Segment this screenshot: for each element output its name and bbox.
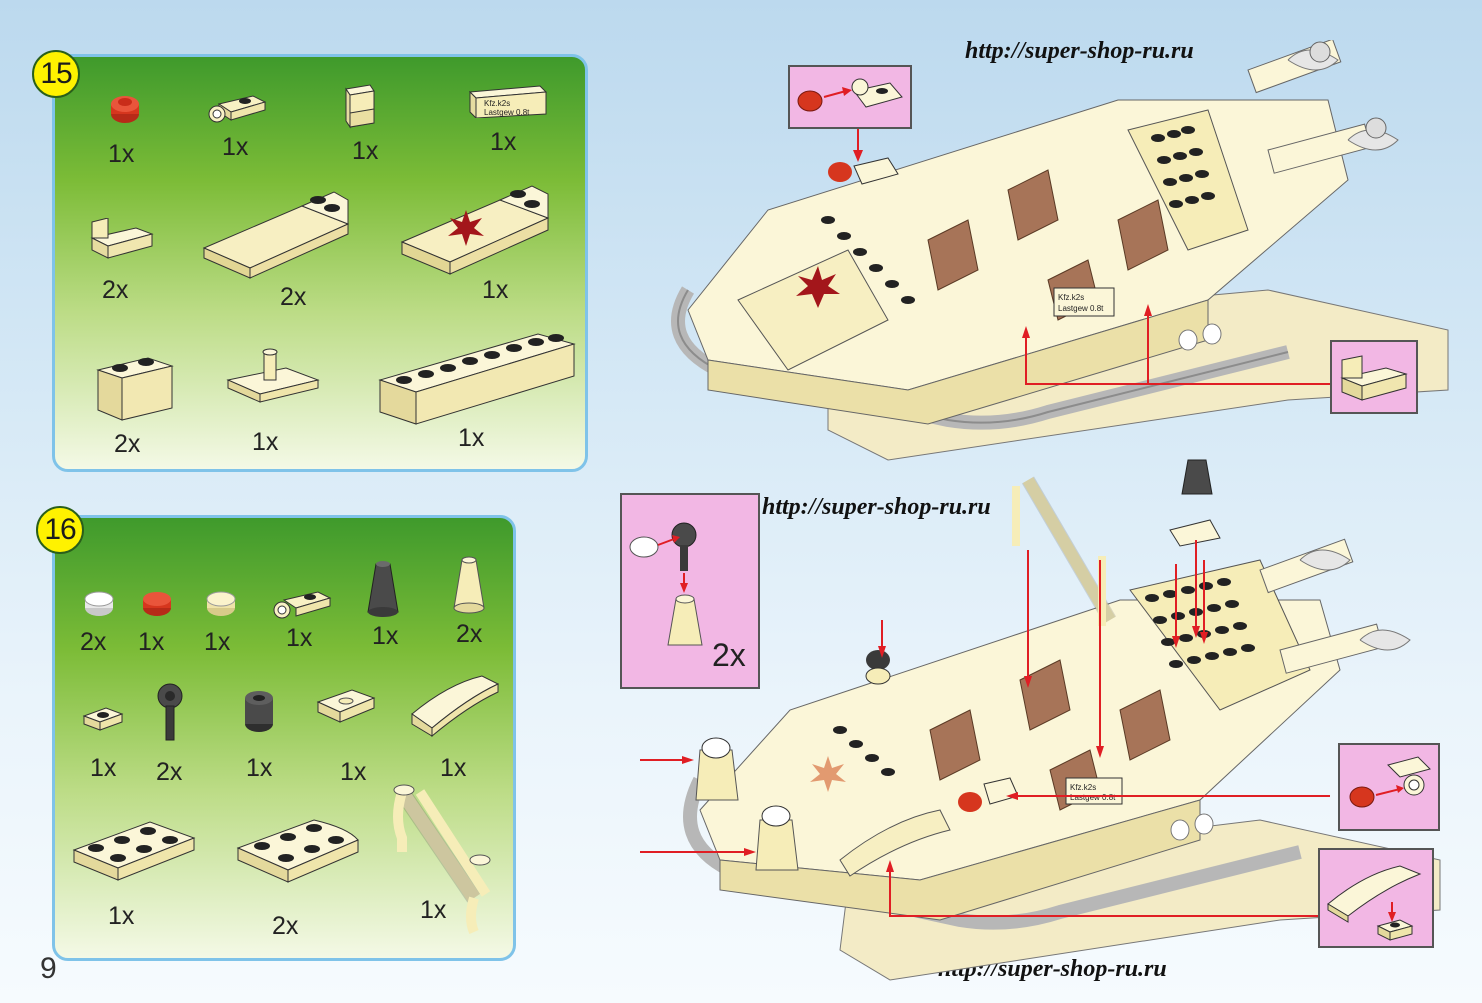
step-15-number-badge: 15 [32, 50, 80, 98]
railing-part [393, 784, 491, 934]
part-quantity: 2x [456, 620, 483, 648]
brick-1x2-part [96, 357, 174, 421]
watermark-url: http://super-shop-ru.ru [965, 38, 1194, 64]
watermark-url: http://super-shop-ru.ru [762, 494, 991, 520]
boat-sign-text: Kfz.k2s [1058, 293, 1084, 302]
clip-plate-part [273, 591, 332, 619]
dark-round-brick-part [245, 691, 273, 732]
wedge-plate-part [236, 819, 359, 883]
part-quantity: 2x [114, 430, 141, 458]
callout-multiplier: 2x [712, 637, 746, 673]
chair-part [345, 84, 375, 129]
dark-cone-part [367, 561, 399, 617]
part-quantity: 2x [280, 283, 307, 311]
sign-text: Kfz.k2s [484, 99, 510, 108]
step-16-number-badge: 16 [36, 506, 84, 554]
plate-2x3-part [72, 821, 196, 881]
white-round-plate-part [84, 591, 114, 616]
clip-plate-part [208, 95, 267, 123]
curved-slope-part [411, 675, 500, 738]
part-quantity: 1x [90, 754, 117, 782]
boat-assembly-step-15: Kfz.k2s Lastgew 0.8t [671, 40, 1449, 461]
part-quantity: 1x [222, 133, 249, 161]
part-quantity: 1x [108, 902, 135, 930]
boat-sign-text: Kfz.k2s [1070, 783, 1096, 792]
part-quantity: 2x [102, 276, 129, 304]
part-quantity: 1x [286, 624, 313, 652]
sign-tile-part: Kfz.k2s Lastgew 0.8t [468, 85, 548, 118]
part-quantity: 1x [440, 754, 467, 782]
part-quantity: 2x [272, 912, 299, 940]
tan-cone-part [453, 556, 485, 614]
plate-with-pin-part [226, 348, 320, 403]
part-quantity: 1x [458, 424, 485, 452]
tile-1x1-part [82, 707, 124, 731]
slope-brick-part [202, 191, 350, 279]
callout-red-plate-clip [788, 65, 912, 129]
part-quantity: 1x [490, 128, 517, 156]
part-quantity: 1x [246, 754, 273, 782]
callout-curved-slope [1318, 848, 1434, 948]
part-quantity: 1x [352, 137, 379, 165]
dark-lever-part [157, 683, 183, 741]
boat-assembly-step-16: Kfz.k2s Lastgew 0.8t [640, 459, 1441, 981]
callout-red-clip [1338, 743, 1440, 831]
jumper-plate-part [316, 689, 376, 723]
boat-sign-text: Lastgew 0.8t [1058, 304, 1104, 313]
slope-brick-decorated-part [400, 185, 550, 275]
part-quantity: 1x [372, 622, 399, 650]
step-16-panel [52, 515, 516, 961]
part-quantity: 1x [340, 758, 367, 786]
panel-part [90, 218, 154, 259]
part-quantity: 1x [252, 428, 279, 456]
part-quantity: 1x [420, 896, 447, 924]
part-quantity: 1x [138, 628, 165, 656]
part-quantity: 1x [108, 140, 135, 168]
part-quantity: 1x [482, 276, 509, 304]
boat-sign-text: Lastgew 0.8t [1070, 793, 1116, 802]
tan-round-plate-part [206, 591, 236, 616]
callout-cone-assembly: 2x [620, 493, 760, 689]
part-quantity: 1x [204, 628, 231, 656]
callout-panel-part [1330, 340, 1418, 414]
red-round-plate-part [111, 96, 139, 123]
part-quantity: 2x [80, 628, 107, 656]
part-quantity: 2x [156, 758, 183, 786]
page-number: 9 [40, 952, 57, 985]
sign-text: Lastgew 0.8t [484, 108, 530, 117]
brick-1x8-part [378, 333, 576, 425]
red-round-plate-part [143, 592, 171, 616]
